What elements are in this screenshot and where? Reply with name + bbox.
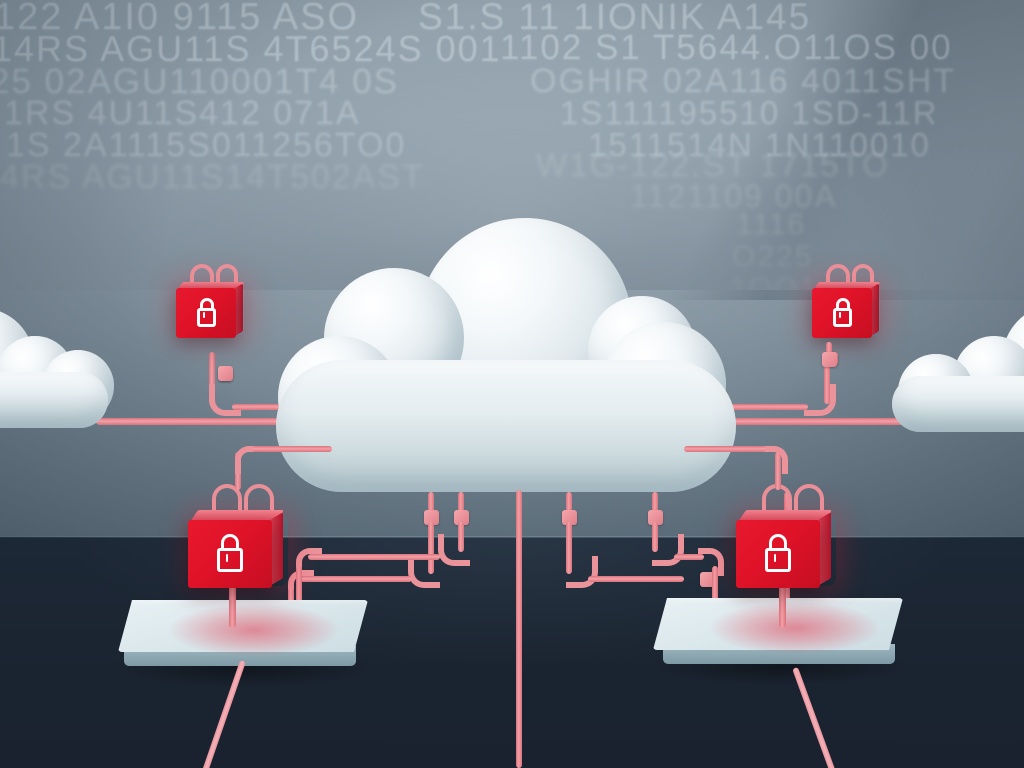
junction-node (822, 352, 837, 367)
platform-left (112, 600, 378, 688)
padlock-body (197, 308, 216, 327)
cloud-base (892, 376, 1024, 432)
lock-antenna-icon (826, 264, 850, 294)
drop-elbow (408, 556, 440, 588)
junction-node (454, 510, 469, 525)
drop-run-pipe (300, 576, 412, 582)
drop-elbow (566, 556, 598, 588)
trunk-pipe-left (96, 418, 336, 425)
center-trunk-pipe (516, 490, 522, 768)
padlock-keyhole (774, 554, 776, 562)
lock-top-left[interactable] (176, 262, 248, 342)
platform-red-glow (711, 602, 879, 654)
padlock-shackle (221, 534, 239, 550)
platform-right-pole (779, 570, 786, 628)
lock-box-front-face (176, 288, 236, 338)
platform-left-pole (229, 570, 236, 628)
lock-tl-drop-pipe (209, 352, 215, 404)
drop-down-pipe (296, 566, 302, 610)
platform-red-glow (170, 604, 338, 656)
lock-bl-run-pipe (252, 446, 332, 452)
padlock-keyhole (226, 554, 228, 562)
cloud-drop-pipe (458, 492, 464, 516)
cloud-drop-pipe (566, 492, 572, 516)
drop-down-pipe (712, 566, 718, 610)
lock-antenna-icon (190, 264, 214, 294)
drop-elbow (652, 534, 684, 566)
lock-tr-run-pipe (694, 404, 808, 410)
lock-antenna-icon (244, 484, 274, 522)
drop-elbow (438, 534, 470, 566)
lock-box-front-face (812, 288, 872, 338)
junction-node (648, 510, 663, 525)
lock-box-front-face (188, 520, 272, 588)
right-edge-cloud (892, 298, 1024, 432)
lock-bottom-left[interactable] (188, 484, 294, 594)
lock-bl-elbow (235, 446, 263, 474)
padlock-shackle (769, 534, 787, 550)
lock-box-front-face (736, 520, 820, 588)
left-edge-cloud (0, 298, 138, 430)
drop-run-pipe (588, 576, 684, 582)
padlock-icon (216, 534, 248, 576)
drop-run-pipe (674, 554, 704, 560)
drop-elbow (296, 548, 322, 576)
padlock-body (833, 308, 852, 327)
junction-node (424, 510, 439, 525)
trunk-pipe-right (690, 418, 938, 425)
lock-br-run-pipe (684, 446, 766, 452)
padlock-keyhole (203, 312, 205, 318)
horizon-line (0, 536, 1024, 538)
lock-tr-stub-pipe (826, 342, 832, 356)
lock-tr-drop-pipe (824, 352, 830, 404)
lock-tl-elbow (209, 384, 241, 416)
lock-antenna-icon (216, 264, 238, 294)
junction-node (562, 510, 577, 525)
padlock-shackle (200, 298, 214, 310)
cloud-drop-pipe (652, 492, 658, 516)
padlock-body (217, 548, 243, 572)
padlock-body (765, 548, 791, 572)
padlock-icon (196, 298, 218, 328)
cloud-drop-pipe (566, 522, 572, 574)
cloud-base (276, 360, 736, 492)
padlock-shackle (836, 298, 850, 310)
lock-bottom-right[interactable] (736, 484, 842, 594)
drop-run-pipe (308, 554, 440, 560)
lock-antenna-icon (794, 484, 824, 522)
padlock-keyhole (839, 312, 841, 318)
lock-antenna-icon (212, 484, 242, 522)
lock-top-right[interactable] (812, 262, 884, 342)
junction-node (218, 366, 233, 381)
central-cloud (272, 218, 742, 500)
platform-right (647, 598, 913, 686)
lock-br-elbow (760, 446, 788, 474)
cloud-drop-pipe (428, 492, 434, 516)
cloud-base (0, 372, 108, 428)
lock-antenna-icon (852, 264, 874, 294)
cloud-drop-pipe (428, 522, 434, 574)
padlock-icon (832, 298, 854, 328)
padlock-icon (764, 534, 796, 576)
drop-elbow (698, 548, 724, 576)
lock-tr-elbow (804, 384, 836, 416)
